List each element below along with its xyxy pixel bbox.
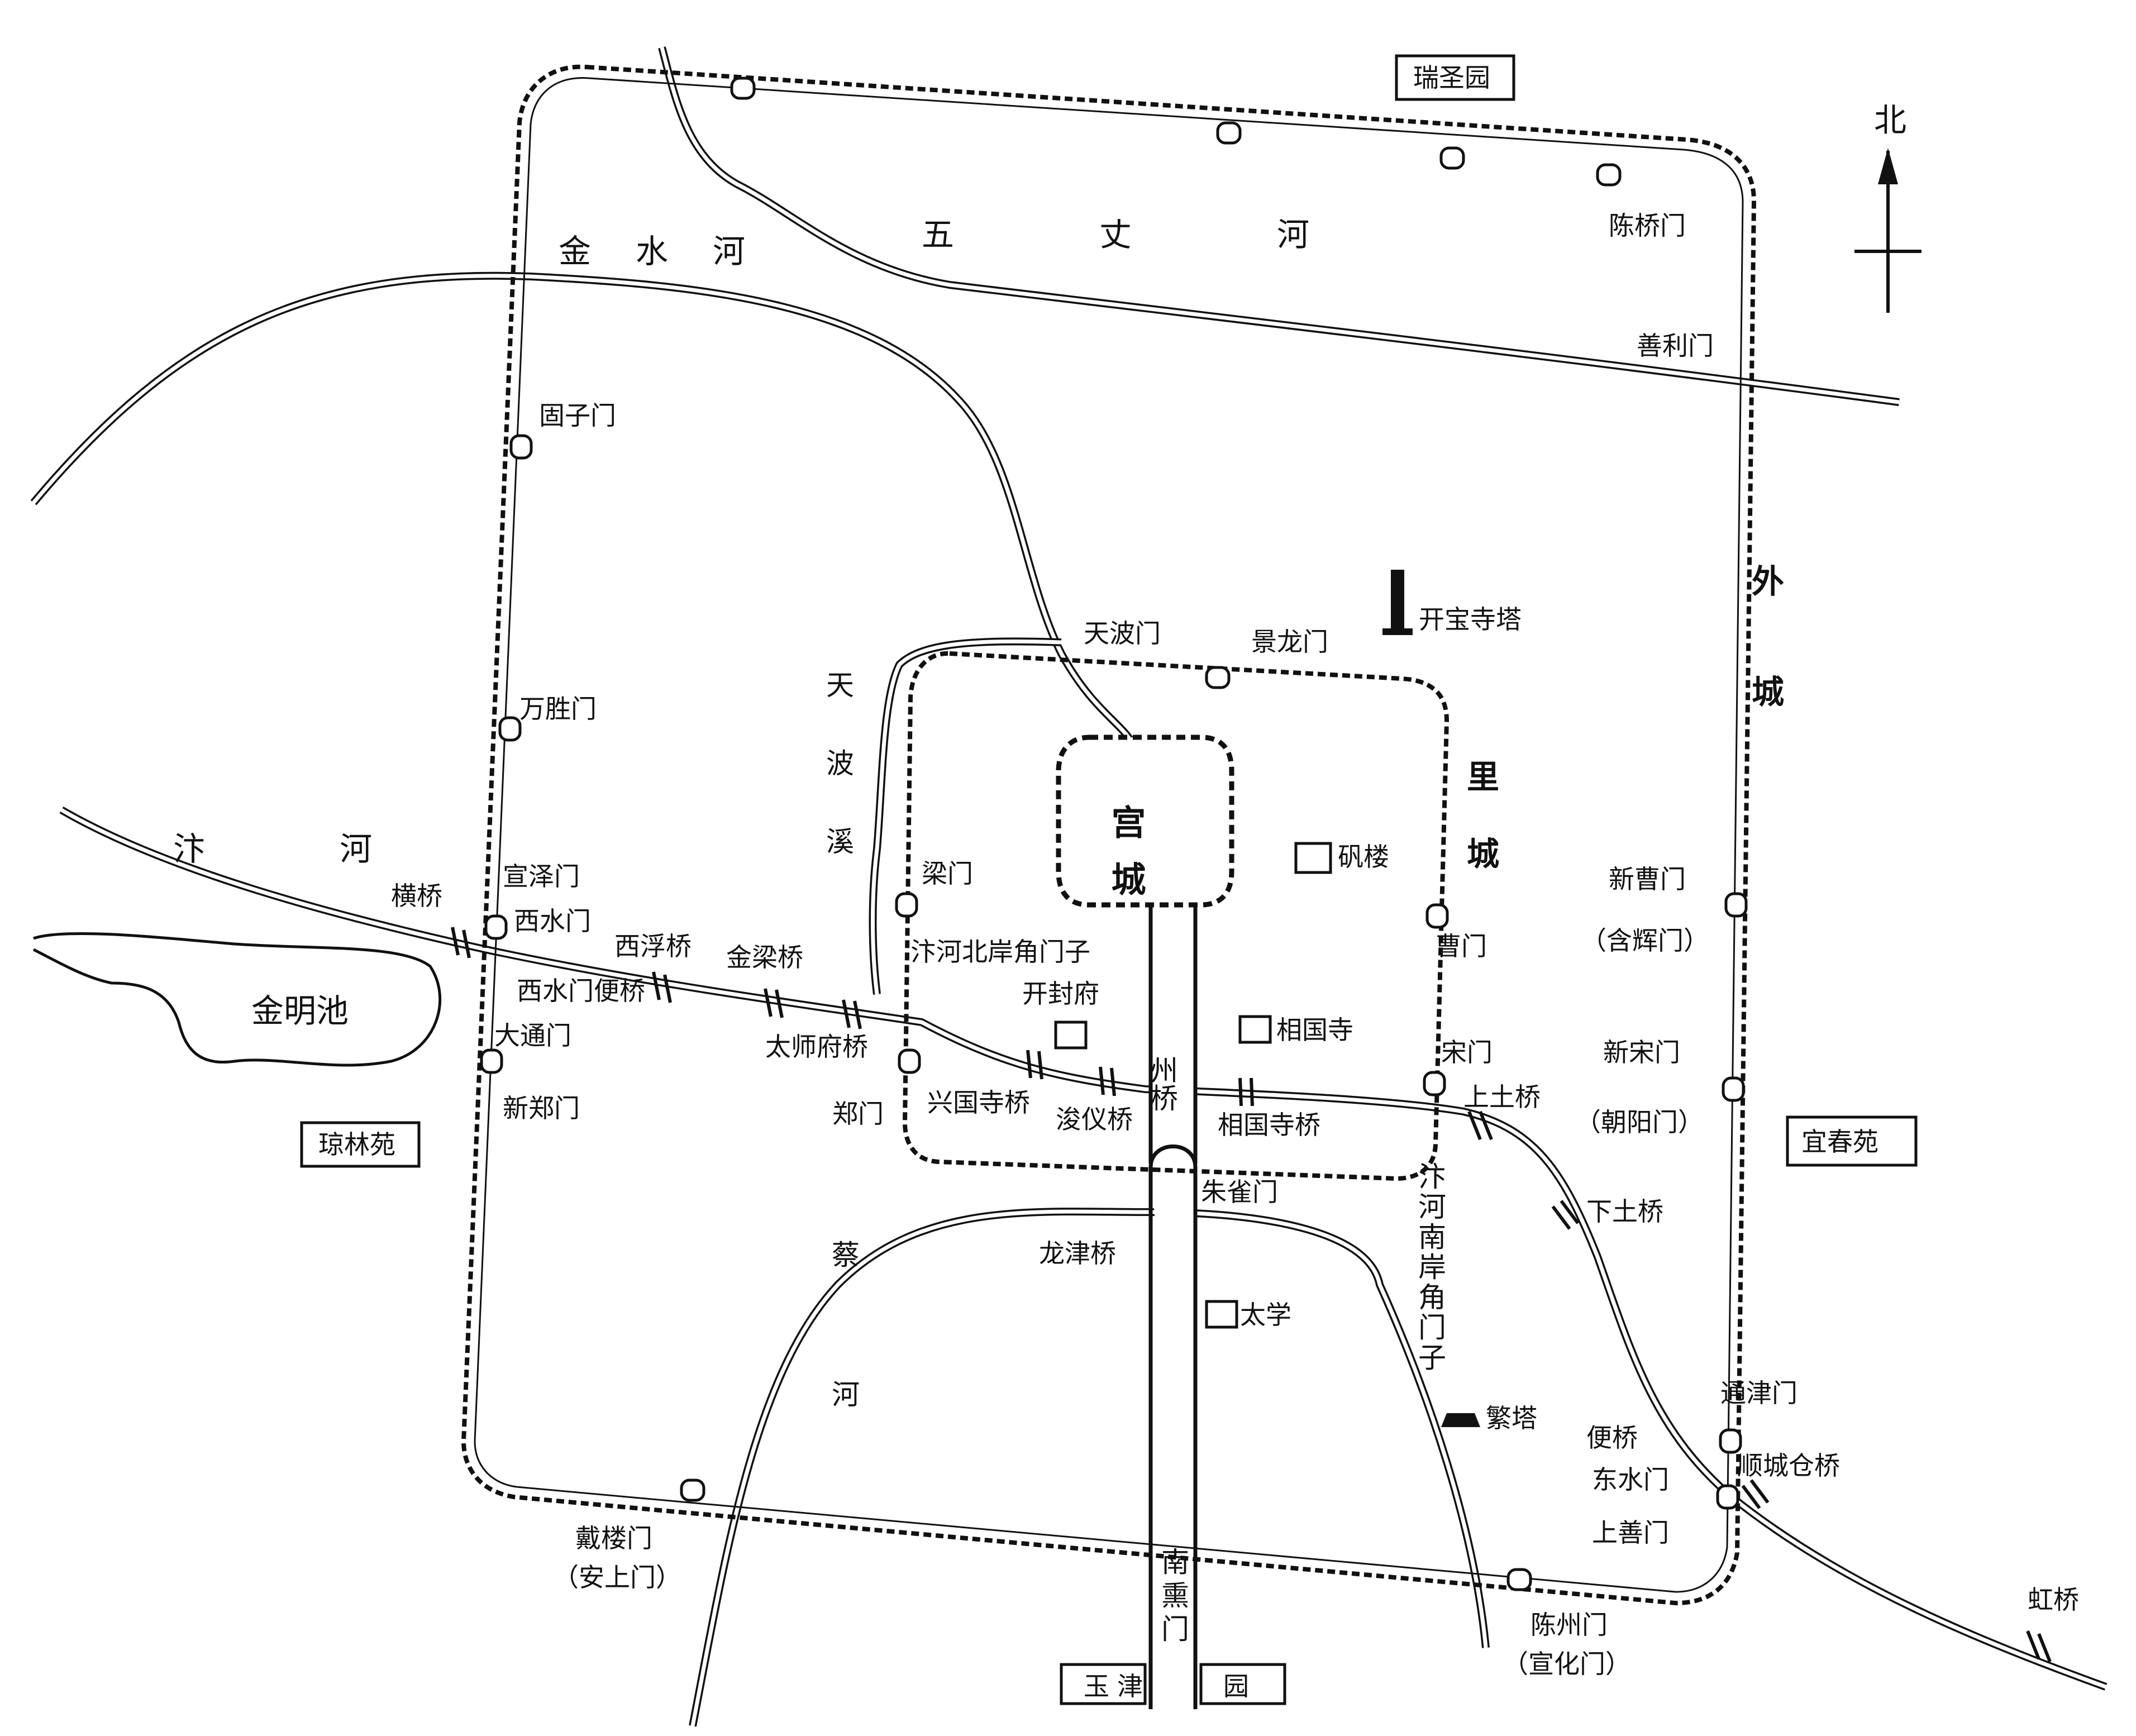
label-liang-gate: 梁门: [922, 859, 973, 889]
qionglin-garden-box: [300, 1121, 421, 1168]
label-xuanhua-gate: （宣化门）: [1503, 1649, 1631, 1679]
label-bian-river: 汴河: [173, 830, 506, 868]
label-zhou-bridge: 州桥: [1146, 1056, 1178, 1112]
label-jinliang-bridge: 金梁桥: [726, 942, 803, 972]
label-bian-north-gate: 汴河北岸角门子: [910, 937, 1090, 967]
label-hanhui-gate: （含辉门）: [1581, 926, 1709, 956]
label-zheng-gate: 郑门: [832, 1099, 884, 1129]
label-yichun-garden: 宜春苑: [1801, 1127, 1878, 1157]
label-wuzhang-river: 五丈河: [922, 216, 1455, 254]
yujin-box-left: [1060, 1663, 1147, 1705]
label-xingguosi-bridge: 兴国寺桥: [927, 1088, 1030, 1118]
label-xishuimen-bian-bridge: 西水门便桥: [517, 976, 645, 1006]
label-jinming-pond: 金明池: [251, 992, 349, 1030]
label-hong-bridge: 虹桥: [2028, 1585, 2079, 1615]
label-heng-bridge: 横桥: [391, 881, 442, 911]
label-xiangguosi-bridge: 相国寺桥: [1218, 1110, 1320, 1140]
label-datong-gate: 大通门: [494, 1020, 571, 1051]
label-xifu-bridge: 西浮桥: [614, 931, 692, 961]
label-bian-bridge: 便桥: [1586, 1423, 1638, 1453]
inner-city-wall: [902, 651, 1450, 1181]
kaifengfu-marker: [1054, 1020, 1088, 1050]
label-guzi-gate: 固子门: [539, 400, 616, 431]
label-junyi-bridge: 浚仪桥: [1056, 1104, 1133, 1134]
label-song-gate: 宋门: [1441, 1037, 1493, 1067]
imperial-avenue: [1148, 875, 1198, 1709]
label-anshang-gate: （安上门）: [553, 1562, 681, 1592]
jinming-pond: [32, 932, 442, 1067]
label-qionglin-garden: 琼林苑: [318, 1129, 395, 1160]
label-wansheng-gate: 万胜门: [519, 694, 597, 724]
label-xiatu-bridge: 下土桥: [1586, 1196, 1663, 1227]
ruisheng-garden-box: [1395, 54, 1515, 101]
label-tianbo-gate: 天波门: [1084, 618, 1161, 648]
yujin-box-right: [1199, 1663, 1286, 1705]
pagoda-fanta-icon: [1441, 1413, 1480, 1427]
label-shangtu-bridge: 上土桥: [1463, 1082, 1541, 1112]
pagoda-icon: [1382, 570, 1413, 635]
label-xincao-gate: 新曹门: [1609, 864, 1686, 894]
label-longjin-bridge: 龙津桥: [1039, 1238, 1116, 1268]
outer-city-wall: [461, 64, 1757, 1606]
label-xishui-gate: 西水门: [514, 906, 591, 936]
label-bian-south-gate: 汴河南岸角门子: [1414, 1162, 1446, 1373]
label-xuanze-gate: 宣泽门: [503, 861, 580, 891]
river-tianbo: [869, 637, 1062, 995]
label-jinshui-river: 金水河: [559, 232, 790, 270]
label-zhuque-gate: 朱雀门: [1201, 1177, 1278, 1207]
label-xiangguosi: 相国寺: [1276, 1015, 1353, 1045]
label-shangshan-gate: 上善门: [1592, 1518, 1669, 1548]
labels: 瑞圣园 琼林苑 宜春苑 玉 津 园 金水河 五丈河 汴河 天波溪 蔡河 外城 里…: [173, 63, 2079, 1701]
label-jinglong-gate: 景龙门: [1251, 627, 1328, 657]
label-cao-gate: 曹门: [1436, 931, 1487, 961]
fanlou-marker: [1294, 842, 1332, 874]
label-chenqiao-gate: 陈桥门: [1609, 211, 1686, 241]
label-yujin-yuan: 园: [1223, 1671, 1249, 1701]
label-chaoyang-gate: （朝阳门）: [1575, 1107, 1704, 1137]
label-ruisheng-garden: 瑞圣园: [1413, 63, 1490, 93]
label-yujin-jin: 津: [1117, 1671, 1143, 1701]
bridge-markers: [451, 927, 2052, 1663]
label-dailou-gate: 戴楼门: [575, 1523, 652, 1553]
yichun-garden-box: [1786, 1115, 1918, 1167]
north-arrow: 北: [1854, 101, 1922, 313]
label-chenzhou-gate: 陈州门: [1531, 1610, 1608, 1640]
label-dongshui-gate: 东水门: [1592, 1465, 1669, 1495]
label-kaifengfu: 开封府: [1022, 979, 1099, 1009]
label-inner-city: 里城: [1461, 760, 1499, 914]
xiangguosi-marker: [1238, 1015, 1272, 1044]
label-palace: 宫城: [1105, 804, 1146, 918]
label-taixue: 太学: [1240, 1300, 1291, 1330]
label-fanlou: 矾楼: [1338, 842, 1389, 872]
label-yujin-yu: 玉: [1084, 1671, 1109, 1701]
taixue-marker: [1205, 1300, 1238, 1329]
label-fanta: 繁塔: [1486, 1403, 1537, 1433]
north-label: 北: [1874, 101, 1906, 139]
label-tongjin-gate: 通津门: [1720, 1378, 1798, 1408]
label-shanli-gate: 善利门: [1637, 331, 1714, 361]
label-nanxun-gate: 南熏门: [1157, 1547, 1189, 1648]
label-tianbo-creek: 天波溪: [822, 670, 854, 905]
river-cai: [689, 1208, 1490, 1727]
gate-markers: [480, 77, 1748, 1591]
label-taishifu-bridge: 太师府桥: [765, 1032, 868, 1062]
label-xinzheng-gate: 新郑门: [503, 1093, 580, 1123]
river-wuzhang: [658, 46, 1900, 406]
label-xinsong-gate: 新宋门: [1603, 1037, 1680, 1067]
label-outer-city: 外城: [1746, 564, 1784, 785]
palace-wall: [1056, 735, 1234, 908]
label-shunchengcang-bridge: 顺城仓桥: [1737, 1451, 1840, 1481]
river-jinshui: [30, 271, 1138, 750]
label-kaibaosi-pagoda: 开宝寺塔: [1419, 604, 1522, 635]
label-cai-river: 蔡河: [827, 1240, 860, 1519]
